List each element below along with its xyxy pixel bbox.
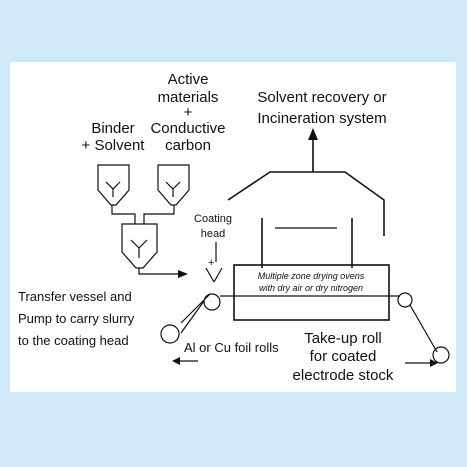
- exhaust-arrow-icon: [308, 128, 318, 140]
- transfer-label-1: Transfer vessel and: [18, 289, 132, 304]
- binder-label: Binder: [91, 120, 134, 137]
- foil-web-upper: [180, 293, 211, 324]
- coating-roll: [203, 293, 221, 311]
- transfer-label-3: to the coating head: [18, 333, 129, 348]
- takeup-label-1: Take-up roll: [304, 330, 382, 347]
- transfer-vessel: [121, 223, 158, 269]
- active-mixer-icon: [165, 181, 181, 197]
- foil-web-lower: [180, 300, 205, 334]
- active-label-2: materials: [158, 89, 219, 106]
- coating-blade-left: [205, 267, 215, 283]
- transfer-mixer-icon: [130, 239, 148, 258]
- web-to-takeup: [409, 304, 438, 353]
- recovery-hood: [227, 171, 385, 236]
- coating-head-label-2: head: [201, 228, 225, 240]
- coating-blade-right: [213, 267, 223, 283]
- conductive-label: Conductive: [150, 120, 225, 137]
- active-materials-hopper: [157, 164, 190, 206]
- feed-pipes: [111, 205, 175, 224]
- transfer-label-2: Pump to carry slurry: [18, 311, 135, 326]
- active-label-1: Active: [168, 71, 209, 88]
- slurry-arrow-icon: [178, 270, 188, 278]
- drying-oven: [233, 264, 390, 321]
- binder-mixer-icon: [105, 181, 121, 197]
- takeup-label-2: for coated: [310, 348, 377, 365]
- recovery-label-1: Solvent recovery or: [257, 89, 386, 106]
- active-plus: +: [184, 104, 193, 121]
- slurry-pipe: [138, 268, 180, 275]
- binder-hopper: [97, 164, 130, 206]
- ovens-label-2: with dry air or dry nitrogen: [259, 283, 363, 293]
- diagram-panel: [10, 62, 456, 392]
- plus-mark: +: [208, 257, 214, 269]
- guide-roll: [397, 292, 413, 308]
- carbon-label: carbon: [165, 137, 211, 154]
- solvent-label: + Solvent: [82, 137, 146, 154]
- takeup-arrow-icon: [430, 359, 438, 367]
- foil-supply-roll: [160, 324, 180, 344]
- takeup-label-3: electrode stock: [293, 367, 394, 384]
- foil-arrow-icon: [172, 357, 180, 365]
- coating-head-label-1: Coating: [194, 213, 232, 225]
- take-up-roll: [432, 346, 450, 364]
- ovens-label-1: Multiple zone drying ovens: [258, 271, 365, 281]
- foil-label: Al or Cu foil rolls: [184, 340, 279, 355]
- recovery-label-2: Incineration system: [257, 110, 386, 127]
